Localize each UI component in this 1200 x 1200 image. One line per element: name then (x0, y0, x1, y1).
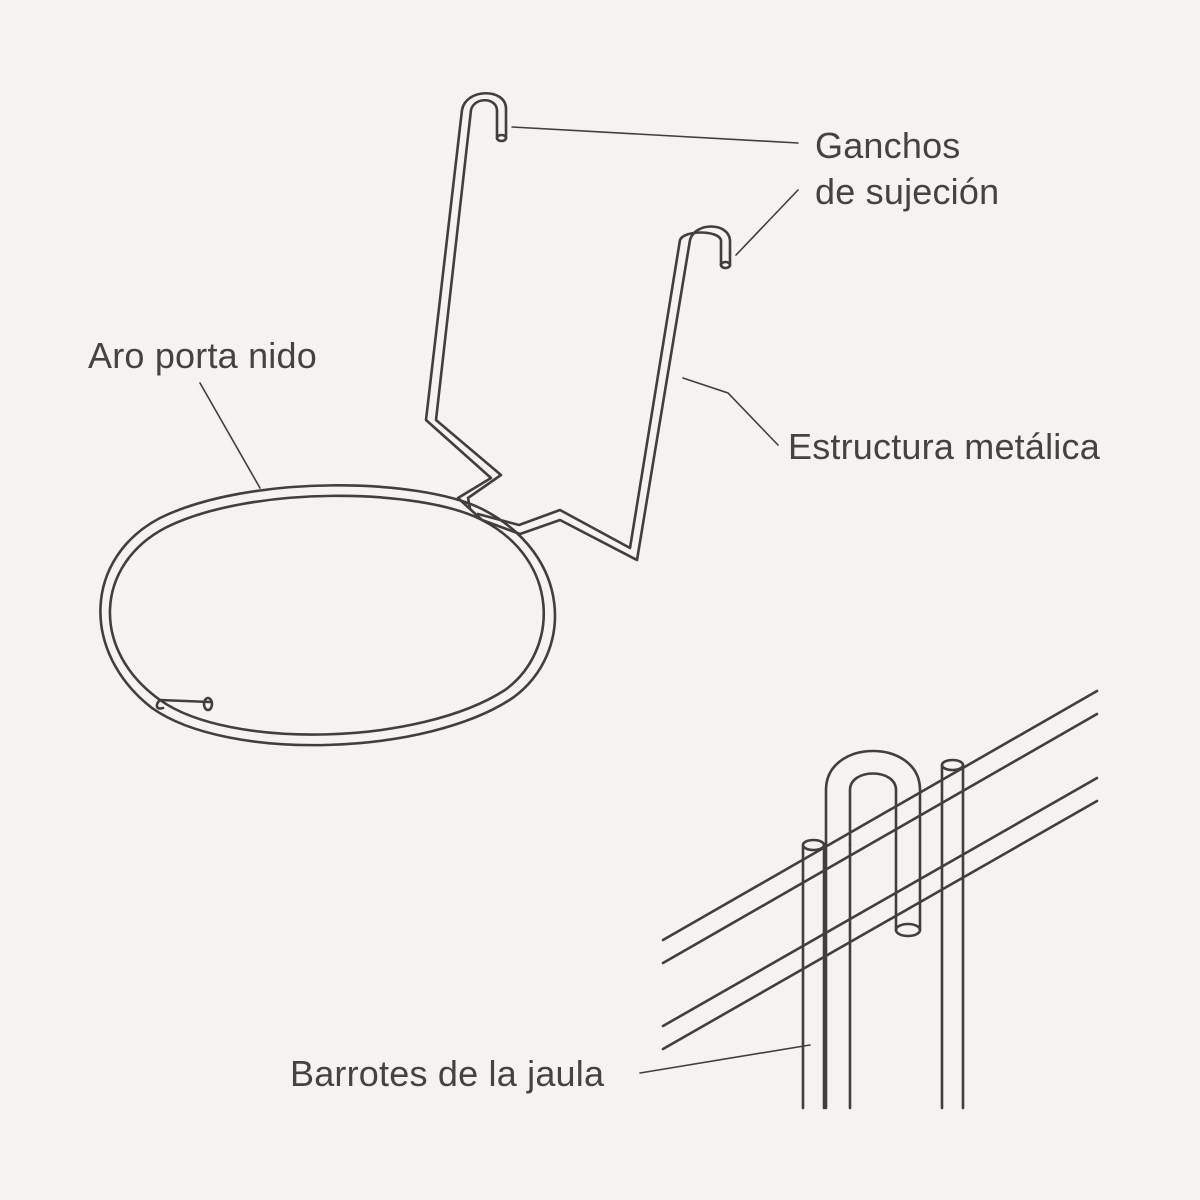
ring-label-text: Aro porta nido (88, 335, 317, 376)
bars-label: Barrotes de la jaula (290, 1051, 604, 1097)
nest-ring (99, 484, 557, 747)
metal-frame (424, 91, 732, 562)
leader-frame (682, 377, 779, 446)
frame-label-text: Estructura metálica (788, 426, 1100, 467)
frame-label: Estructura metálica (788, 424, 1100, 470)
ring-label: Aro porta nido (88, 333, 317, 379)
cage-bars (661, 689, 1099, 1110)
bars-label-text: Barrotes de la jaula (290, 1053, 605, 1094)
leader-hooks-top (511, 126, 799, 144)
hooks-label-line-2: de sujeción (815, 171, 1000, 212)
leader-hooks-bottom (735, 189, 799, 256)
hooks-label-line-1: Ganchos (815, 125, 961, 166)
hooks-label: Ganchos de sujeción (815, 123, 999, 215)
leader-bars (639, 1044, 811, 1074)
leader-ring (199, 382, 261, 489)
leader-lines (199, 126, 811, 1074)
